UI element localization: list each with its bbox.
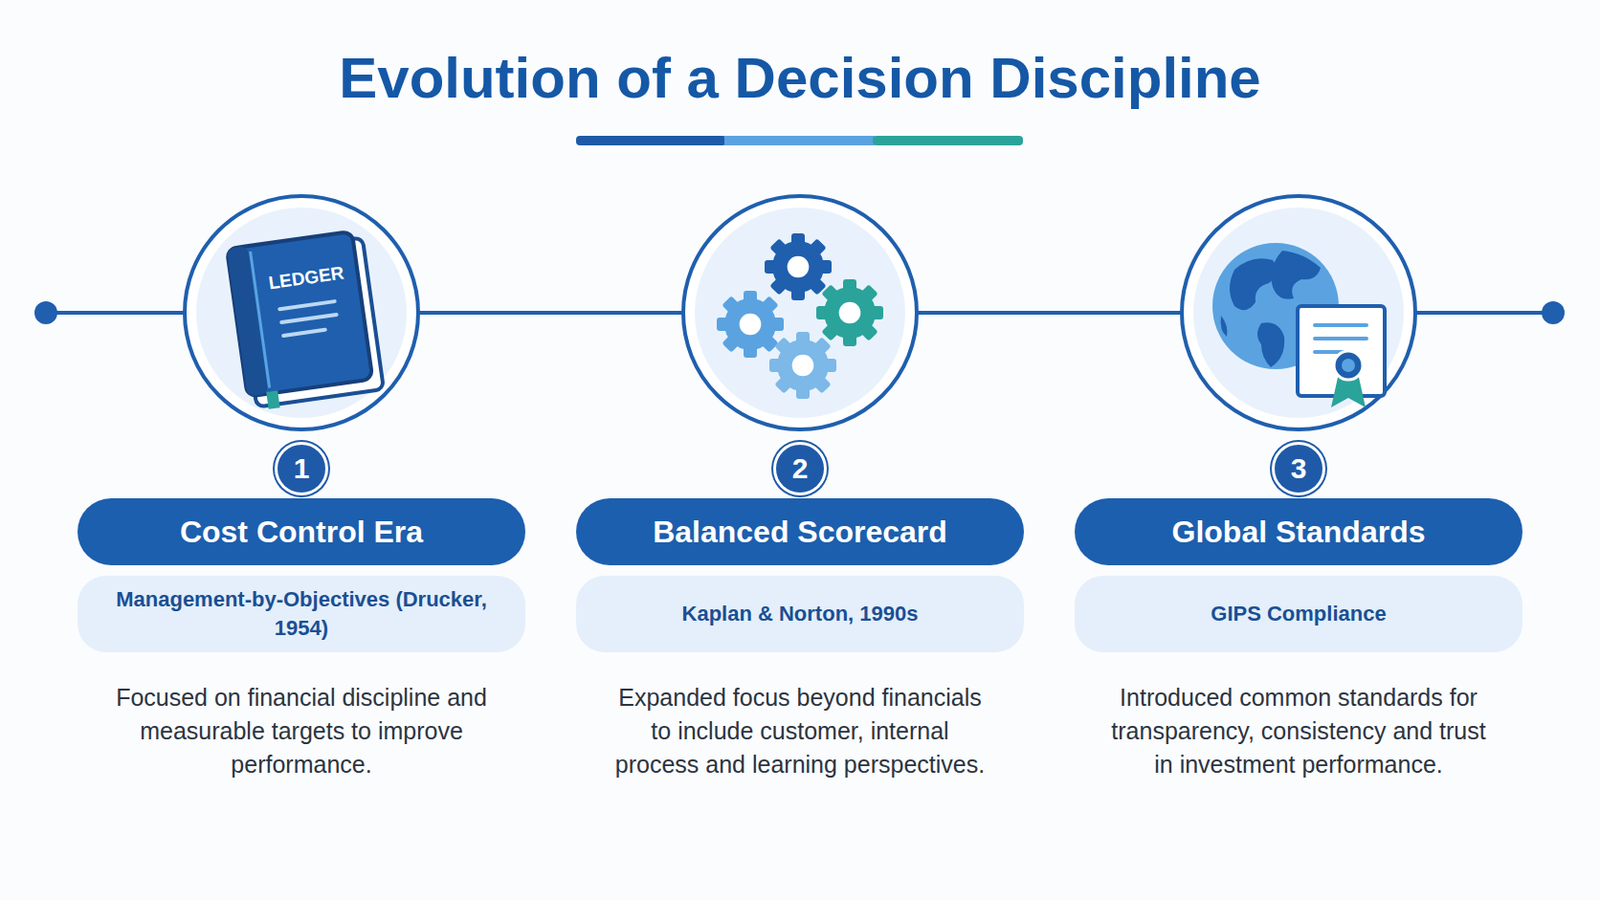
timeline-dot bbox=[34, 301, 58, 325]
underline-bar bbox=[724, 135, 875, 146]
certificate-icon bbox=[1297, 306, 1385, 408]
subtitle-box: GIPS Compliance bbox=[1074, 576, 1523, 653]
header-pill: Balanced Scorecard bbox=[576, 498, 1024, 566]
subtitle-box: Management-by-Objectives (Drucker, 1954) bbox=[77, 576, 526, 653]
number-badge: 3 bbox=[1271, 442, 1326, 496]
header-text: Global Standards bbox=[1172, 514, 1426, 551]
ledger-book bbox=[226, 230, 385, 413]
timeline-dot bbox=[1541, 301, 1565, 325]
subtitle-text: GIPS Compliance bbox=[1210, 600, 1386, 629]
description: Focused on financial discipline and meas… bbox=[110, 681, 493, 782]
description: Introduced common standards for transpar… bbox=[1107, 681, 1490, 782]
number-badge: 2 bbox=[773, 442, 827, 496]
callout-number: 3 bbox=[1290, 452, 1308, 486]
subtitle-box: Kaplan & Norton, 1990s bbox=[576, 576, 1024, 653]
gears-icon bbox=[716, 233, 884, 400]
subtitle-text: Kaplan & Norton, 1990s bbox=[682, 600, 919, 629]
header-text: Cost Control Era bbox=[179, 514, 423, 551]
icon-circle bbox=[184, 196, 1416, 430]
header-pill: Cost Control Era bbox=[77, 498, 526, 566]
underline-bar bbox=[576, 135, 727, 146]
number-badge: 1 bbox=[274, 442, 329, 496]
underline-bar bbox=[872, 135, 1023, 146]
callout-number: 1 bbox=[293, 452, 311, 486]
subtitle-text: Management-by-Objectives (Drucker, 1954) bbox=[115, 585, 488, 644]
description: Expanded focus beyond financials to incl… bbox=[608, 681, 992, 782]
header-text: Balanced Scorecard bbox=[652, 514, 948, 551]
callout-number: 2 bbox=[792, 452, 809, 486]
title: Evolution of a Decision Discipline bbox=[0, 44, 1600, 113]
header-pill: Global Standards bbox=[1074, 498, 1523, 566]
